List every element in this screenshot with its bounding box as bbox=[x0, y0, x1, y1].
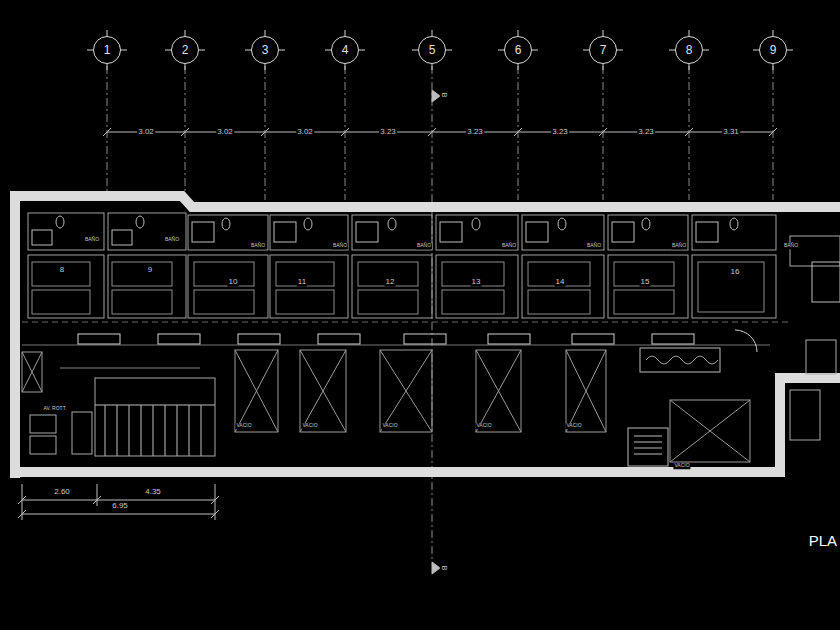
grid-bubble: 4 bbox=[331, 36, 359, 64]
grid-bubble: 7 bbox=[589, 36, 617, 64]
grid-bubble: 9 bbox=[759, 36, 787, 64]
dimension: 3.02 bbox=[137, 128, 155, 137]
room-name: BAÑO bbox=[783, 243, 799, 249]
section-mark: B bbox=[440, 92, 448, 99]
dimension: 3.02 bbox=[216, 128, 234, 137]
room-name: BAÑO bbox=[416, 243, 432, 249]
room-name: BAÑO bbox=[164, 237, 180, 243]
room-number: 9 bbox=[147, 266, 153, 275]
section-mark: B bbox=[440, 565, 448, 572]
room-number: 10 bbox=[228, 278, 239, 287]
room-number: 14 bbox=[555, 278, 566, 287]
grid-bubble: 8 bbox=[675, 36, 703, 64]
room-number: 13 bbox=[471, 278, 482, 287]
grid-bubble: 1 bbox=[93, 36, 121, 64]
grid-bubble: 3 bbox=[251, 36, 279, 64]
grid-number: 4 bbox=[342, 43, 349, 57]
grid-bubble: 5 bbox=[418, 36, 446, 64]
room-name: BAÑO bbox=[501, 243, 517, 249]
room-name: BAÑO bbox=[332, 243, 348, 249]
grid-number: 9 bbox=[770, 43, 777, 57]
void-label: VACIO bbox=[235, 423, 252, 429]
room-number: 16 bbox=[730, 268, 741, 277]
room-number: 12 bbox=[385, 278, 396, 287]
room-number: 15 bbox=[640, 278, 651, 287]
grid-bubble: 6 bbox=[504, 36, 532, 64]
dimension: 3.23 bbox=[379, 128, 397, 137]
void-label: VACIO bbox=[301, 423, 318, 429]
room-name: BAÑO bbox=[250, 243, 266, 249]
sheet-title: PLA bbox=[808, 533, 838, 550]
grid-number: 6 bbox=[515, 43, 522, 57]
dimension: 3.23 bbox=[551, 128, 569, 137]
grid-number: 3 bbox=[262, 43, 269, 57]
void-label: VACIO bbox=[565, 423, 582, 429]
void-label: VACIO bbox=[673, 463, 690, 469]
room-number: 11 bbox=[297, 278, 307, 287]
room-name: BAÑO bbox=[671, 243, 687, 249]
void-label: VACIO bbox=[475, 423, 492, 429]
grid-number: 2 bbox=[182, 43, 189, 57]
dimension: 3.02 bbox=[296, 128, 314, 137]
dimension: 3.23 bbox=[466, 128, 484, 137]
grid-number: 5 bbox=[429, 43, 436, 57]
grid-number: 7 bbox=[600, 43, 607, 57]
dimension: 3.23 bbox=[637, 128, 655, 137]
room-name: BAÑO bbox=[586, 243, 602, 249]
room-name: AV. ROTT. bbox=[42, 406, 67, 412]
dimension: 4.35 bbox=[144, 488, 162, 497]
dimension: 3.31 bbox=[722, 128, 740, 137]
room-number: 8 bbox=[59, 266, 65, 275]
grid-number: 1 bbox=[104, 43, 111, 57]
grid-bubble: 2 bbox=[171, 36, 199, 64]
room-name: BAÑO bbox=[84, 237, 100, 243]
void-label: VACIO bbox=[381, 423, 398, 429]
grid-number: 8 bbox=[686, 43, 693, 57]
dimension: 2.60 bbox=[53, 488, 71, 497]
dimension: 6.95 bbox=[111, 502, 129, 511]
